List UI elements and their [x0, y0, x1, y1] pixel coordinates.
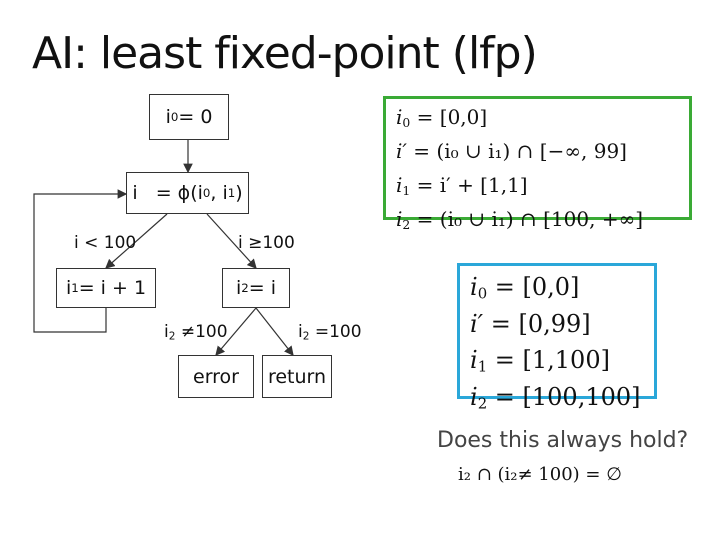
blue-eq-rhs: = [0,99]	[483, 309, 591, 338]
node-error: error	[178, 355, 254, 398]
edge-phi-to-assign	[206, 213, 257, 269]
node-phi-s1: 0	[202, 186, 211, 200]
node-inc-rhs: = i + 1	[78, 277, 147, 299]
edge-label-eq: i2 =100	[298, 322, 362, 343]
green-eq-sub: 0	[402, 115, 411, 131]
green-eq-row: i0 = [0,0]	[396, 103, 689, 137]
blue-eq-sub: 0	[477, 284, 488, 303]
slide-title: AI: least fixed-point (lfp)	[32, 28, 538, 79]
node-return-label: return	[267, 365, 327, 388]
question-formula: i₂ ∩ (i₂≠ 100) = ∅	[458, 464, 622, 485]
green-eq-rhs: = (i₀ ∪ i₁) ∩ [100, +∞]	[410, 207, 644, 232]
blue-eq-row: i′ = [0,99]	[470, 309, 654, 346]
edge-loop-back	[33, 189, 128, 333]
equations-blue-box: i0 = [0,0] i′ = [0,99] i1 = [1,100] i2 =…	[457, 263, 657, 413]
question-text: Does this always hold?	[437, 428, 689, 453]
blue-eq-row: i0 = [0,0]	[470, 272, 654, 309]
blue-eq-row: i2 = [100,100]	[470, 382, 654, 419]
blue-eq-var: i	[470, 383, 478, 412]
green-eq-rhs: = [0,0]	[410, 105, 488, 129]
edge-assign-to-error	[215, 307, 257, 356]
node-inc-var: i	[65, 277, 72, 299]
green-eq-sub: 2	[402, 217, 411, 233]
node-assign-var: i	[235, 277, 242, 299]
green-eq-var: i	[396, 105, 403, 129]
edge-label-eq-sub: 2	[302, 330, 310, 343]
green-eq-row: i′ = (i₀ ∪ i₁) ∩ [−∞, 99]	[396, 137, 689, 171]
node-phi-b: , i	[210, 182, 228, 204]
node-phi-c: )	[235, 182, 243, 204]
blue-eq-rhs: = [1,100]	[487, 346, 610, 375]
equations-green-box: i0 = [0,0] i′ = (i₀ ∪ i₁) ∩ [−∞, 99] i1 …	[383, 96, 692, 232]
blue-eq-sub: 1	[477, 358, 488, 377]
green-eq-var: i′	[396, 139, 407, 164]
blue-eq-rhs: = [0,0]	[487, 273, 580, 301]
blue-eq-var: i	[470, 346, 478, 375]
edge-label-ne: i2 ≠100	[164, 322, 228, 343]
green-eq-row: i2 = (i₀ ∪ i₁) ∩ [100, +∞]	[396, 205, 689, 239]
node-assign-rhs: = i	[248, 277, 277, 299]
green-eq-sub: 1	[402, 183, 411, 199]
green-eq-var: i	[396, 207, 403, 232]
edge-label-lt: i < 100	[74, 233, 137, 253]
edge-label-ge: i ≥100	[238, 233, 295, 253]
green-eq-row: i1 = i′ + [1,1]	[396, 171, 689, 205]
node-init-var: i	[165, 106, 171, 128]
edge-label-ne-var: i	[164, 322, 169, 342]
green-eq-rhs: = (i₀ ∪ i₁) ∩ [−∞, 99]	[406, 139, 627, 164]
blue-eq-rhs: = [100,100]	[487, 383, 641, 412]
node-assign-sub: 2	[241, 281, 249, 295]
node-phi-s2: 1	[227, 186, 236, 200]
blue-eq-var: i′	[470, 309, 484, 338]
node-error-label: error	[193, 365, 239, 388]
node-inc-sub: 1	[71, 281, 79, 295]
edge-label-ne-rhs: ≠100	[175, 322, 228, 342]
blue-eq-row: i1 = [1,100]	[470, 345, 654, 382]
green-eq-rhs: = i′ + [1,1]	[410, 173, 528, 198]
green-eq-var: i	[396, 173, 403, 198]
edge-phi-to-inc	[105, 213, 168, 269]
edge-label-eq-rhs: =100	[309, 322, 362, 342]
node-phi-a: i = ϕ(i	[132, 182, 203, 204]
edge-label-ne-sub: 2	[168, 330, 176, 343]
node-init-sub: 0	[170, 110, 179, 124]
node-init-rhs: = 0	[178, 106, 213, 128]
node-return: return	[262, 355, 332, 398]
edge-assign-to-return	[255, 307, 294, 356]
blue-eq-var: i	[470, 273, 478, 301]
edge-label-eq-var: i	[298, 322, 303, 342]
blue-eq-sub: 2	[477, 394, 488, 413]
